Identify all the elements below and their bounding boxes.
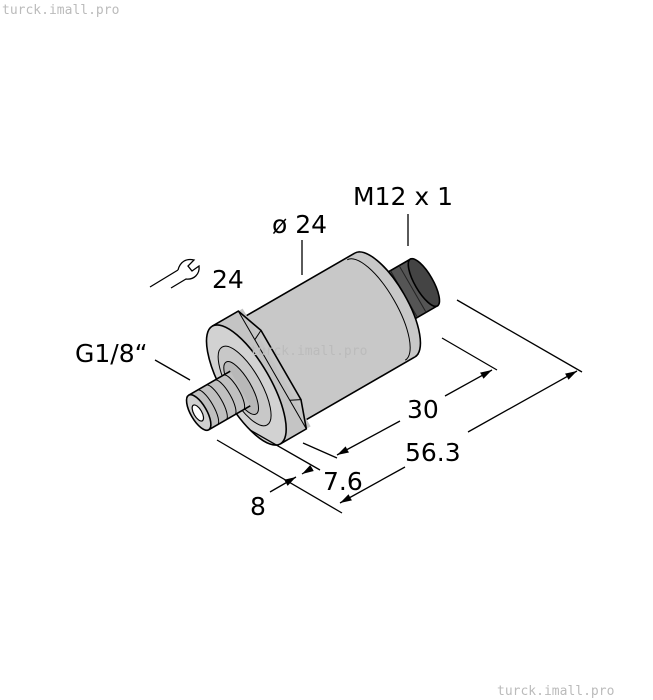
watermark-center: turck.imall.pro bbox=[250, 344, 367, 359]
g18-thread bbox=[185, 370, 251, 432]
watermark-top-left: turck.imall.pro bbox=[2, 3, 119, 18]
leader-g18 bbox=[154, 359, 191, 381]
label-dim-56-3: 56.3 bbox=[405, 438, 461, 467]
dim-line-8 bbox=[269, 476, 297, 493]
label-dim-7-6: 7.6 bbox=[323, 467, 363, 496]
wrench-icon bbox=[149, 258, 200, 289]
label-dim-30: 30 bbox=[407, 395, 439, 424]
label-dim-8: 8 bbox=[250, 492, 266, 521]
label-process-thread: G1/8“ bbox=[75, 339, 148, 368]
label-connector-thread: M12 x 1 bbox=[353, 182, 453, 211]
sensor-body bbox=[185, 250, 441, 446]
dim-line-30 bbox=[336, 420, 401, 456]
dim-line-56-3 bbox=[339, 466, 406, 504]
watermark-bottom-right: turck.imall.pro bbox=[497, 684, 614, 699]
label-diameter: ø 24 bbox=[272, 210, 327, 239]
label-wrench-size: 24 bbox=[212, 265, 244, 294]
